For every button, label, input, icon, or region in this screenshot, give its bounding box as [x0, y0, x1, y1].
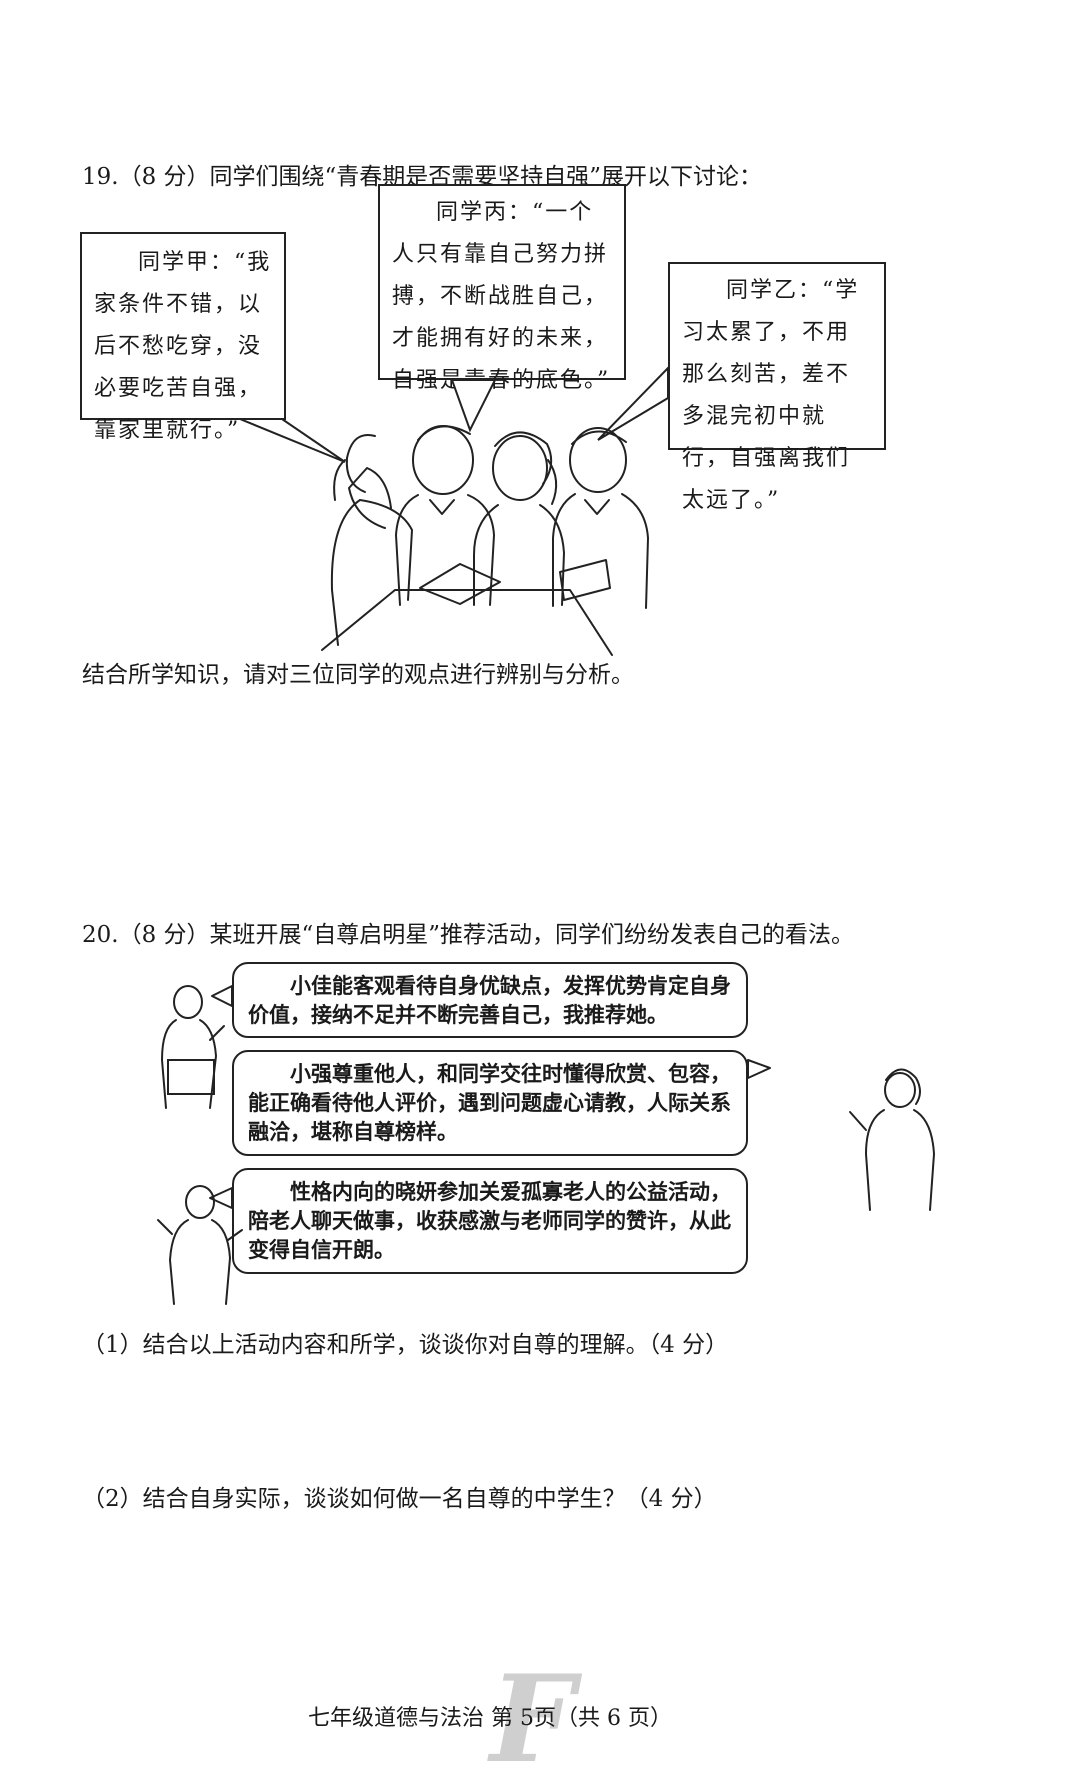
q20-sub2: （2）结合自身实际，谈谈如何做一名自尊的中学生？（4 分）: [82, 1486, 717, 1512]
q19-question: 结合所学知识，请对三位同学的观点进行辨别与分析。: [82, 662, 634, 688]
bubble-recommend-xiaojia: 小佳能客观看待自身优缺点，发挥优势肯定自身价值，接纳不足并不断完善自己，我推荐她…: [232, 962, 748, 1038]
bubble-recommend-xiaoqiang: 小强尊重他人，和同学交往时懂得欣赏、包容，能正确看待他人评价，遇到问题虚心请教，…: [232, 1050, 748, 1156]
bubble-student-yi: 同学乙：“学习太累了，不用那么刻苦，差不多混完初中就行，自强离我们太远了。”: [668, 262, 886, 513]
bubble-recommend-xiaoyan-text: 性格内向的晓妍参加关爱孤寡老人的公益活动，陪老人聊天做事，收获感激与老师同学的赞…: [248, 1180, 731, 1262]
bubble-student-bing: 同学丙：“一个人只有靠自己努力拼搏，不断战胜自己，才能拥有好的未来，自强是青春的…: [378, 184, 626, 393]
page-footer: 七年级道德与法治 第 5页（共 6 页）: [308, 1706, 672, 1731]
bubble-recommend-xiaoyan: 性格内向的晓妍参加关爱孤寡老人的公益活动，陪老人聊天做事，收获感激与老师同学的赞…: [232, 1168, 748, 1274]
q20-title: 20.（8 分）某班开展“自尊启明星”推荐活动，同学们纷纷发表自己的看法。: [82, 922, 855, 948]
watermark-letter: F: [490, 1649, 576, 1790]
bubble-student-jia: 同学甲：“我家条件不错，以后不愁吃穿，没必要吃苦自强，靠家里就行。”: [80, 232, 286, 443]
speakers-illustration: [157, 985, 936, 1305]
bubble-recommend-xiaoqiang-text: 小强尊重他人，和同学交往时懂得欣赏、包容，能正确看待他人评价，遇到问题虚心请教，…: [248, 1062, 731, 1144]
bubble-student-yi-text: 同学乙：“学习太累了，不用那么刻苦，差不多混完初中就行，自强离我们太远了。”: [682, 278, 860, 513]
bubble-recommend-xiaojia-text: 小佳能客观看待自身优缺点，发挥优势肯定自身价值，接纳不足并不断完善自己，我推荐她…: [248, 974, 731, 1027]
students-discussion-illustration: [239, 365, 669, 656]
q20-sub1: （1）结合以上活动内容和所学，谈谈你对自尊的理解。（4 分）: [82, 1332, 729, 1358]
bubble-student-bing-text: 同学丙：“一个人只有靠自己努力拼搏，不断战胜自己，才能拥有好的未来，自强是青春的…: [392, 200, 611, 393]
bubble-student-jia-text: 同学甲：“我家条件不错，以后不愁吃穿，没必要吃苦自强，靠家里就行。”: [94, 250, 272, 443]
